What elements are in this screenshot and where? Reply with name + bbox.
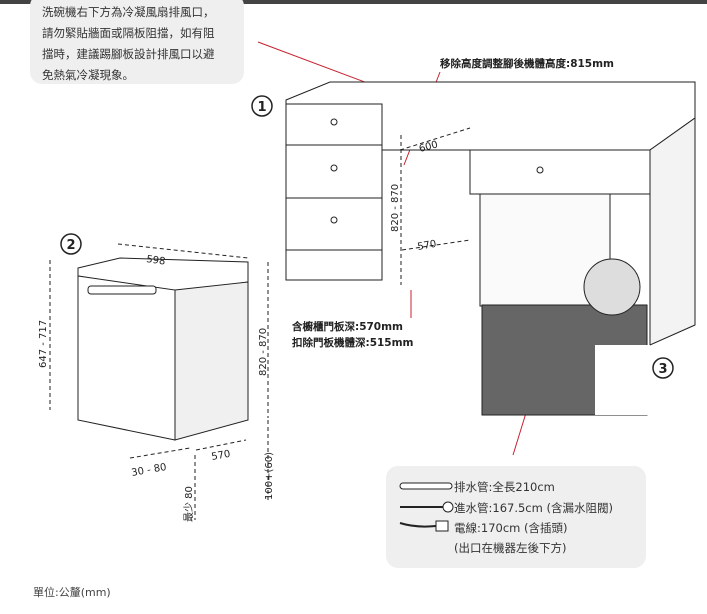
marker-2: 2 <box>60 233 82 255</box>
height-callout: 移除高度調整腳後機體高度:815mm <box>440 57 614 70</box>
dim-cab-height: 820 - 870 <box>390 184 401 232</box>
power-cord-note: (出口在機器左後下方) <box>454 541 567 555</box>
top-bar <box>0 0 707 4</box>
note-line: 洗碗機右下方為冷凝風扇排風口， <box>42 5 215 19</box>
hose-icons <box>399 482 454 532</box>
dim-dw-depth: 570 <box>211 449 232 463</box>
power-cord-icon <box>399 520 449 532</box>
dimension-lines <box>49 127 471 520</box>
dim-min-gap: 最少 80 <box>183 486 195 522</box>
marker-1: 1 <box>251 95 273 117</box>
dim-dw-height: 647 - 717 <box>38 320 49 368</box>
power-cord-label: 電線:170cm (含插頭) <box>454 521 568 535</box>
svg-text:3: 3 <box>658 362 667 377</box>
note-line: 免熱氣冷凝現象。 <box>42 68 134 82</box>
hose-legend: 排水管:全長210cm 進水管:167.5cm (含漏水阻閥) 電線:170cm… <box>386 466 646 568</box>
drain-hose-label: 排水管:全長210cm <box>454 480 555 494</box>
door-depth-callout: 含櫥櫃門板深:570mm <box>292 320 403 333</box>
note-line: 請勿緊貼牆面或隔板阻擋，如有阻 <box>42 26 215 40</box>
dim-cab-width: 600 <box>418 139 439 155</box>
dishwasher <box>77 257 249 441</box>
dim-cab-depth: 570 <box>417 239 438 253</box>
dim-plinth: 30 - 80 <box>131 462 168 479</box>
dim-dw-width: 598 <box>146 254 166 268</box>
svg-text:2: 2 <box>66 238 75 253</box>
dim-dw-total-height: 820 - 870 <box>258 328 269 376</box>
svg-text:1: 1 <box>257 100 266 115</box>
kitchen-cabinet <box>285 81 696 416</box>
drain-hose-icon <box>399 482 453 490</box>
dim-plinth-height: 100+(60) <box>264 452 275 500</box>
inlet-hose-icon <box>400 501 454 513</box>
ventilation-note: 洗碗機右下方為冷凝風扇排風口， 請勿緊貼牆面或隔板阻擋，如有阻 擋時，建議踢腳板… <box>30 0 244 84</box>
body-depth-callout: 扣除門板機體深:515mm <box>292 336 414 349</box>
inlet-hose-label: 進水管:167.5cm (含漏水阻閥) <box>454 501 613 515</box>
note-line: 擋時，建議踢腳板設計排風口以避 <box>42 47 215 61</box>
unit-label: 單位:公釐(mm) <box>33 586 111 599</box>
marker-3: 3 <box>652 357 674 379</box>
